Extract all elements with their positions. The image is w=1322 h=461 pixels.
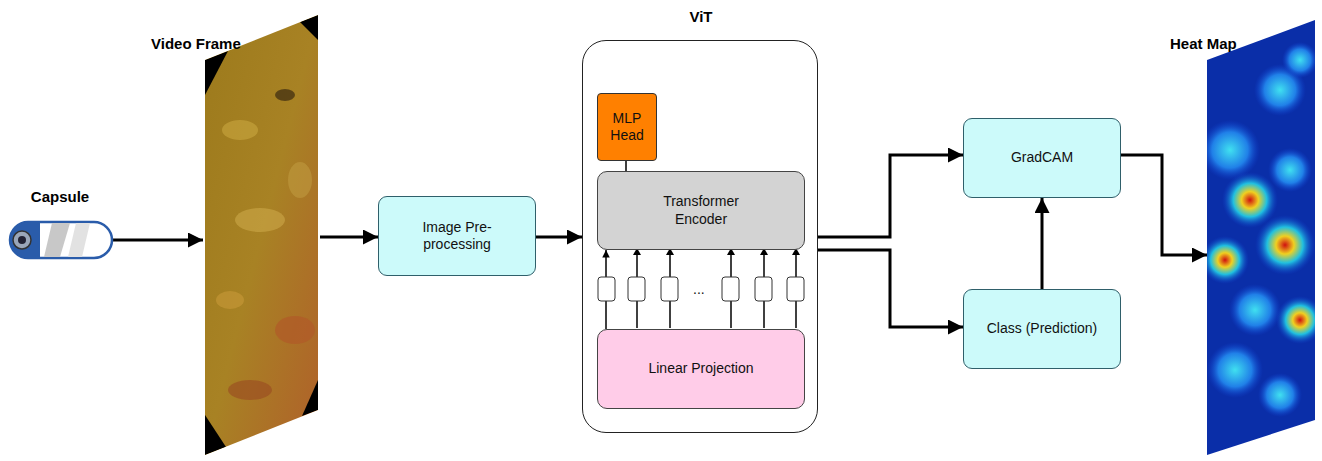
process-box: Class (Prediction) bbox=[963, 289, 1121, 369]
box-label: Linear Projection bbox=[648, 360, 753, 378]
patch-tokens bbox=[598, 248, 804, 328]
flow-arrow bbox=[1121, 155, 1207, 255]
flow-arrow bbox=[320, 236, 378, 239]
capsule-node: Capsule bbox=[10, 222, 112, 258]
encoder-box: Transformer Encoder bbox=[597, 171, 805, 250]
heading-label: ViT bbox=[689, 8, 712, 25]
process-box: Image Pre-processing bbox=[378, 196, 536, 276]
mlp-head-box: MLP Head bbox=[597, 93, 657, 161]
projection-box: Linear Projection bbox=[597, 329, 805, 409]
heading-label: Heat Map bbox=[1170, 35, 1237, 52]
flow-arrow bbox=[818, 250, 963, 327]
box-label: MLP Head bbox=[604, 110, 650, 145]
flow-arrow bbox=[818, 155, 963, 237]
heading-label: Capsule bbox=[31, 188, 89, 205]
box-label: GradCAM bbox=[1011, 149, 1073, 167]
flow-arrow bbox=[625, 161, 627, 171]
flow-arrow bbox=[1041, 198, 1044, 289]
heat-map-image bbox=[1200, 20, 1322, 455]
process-box: GradCAM bbox=[963, 118, 1121, 198]
box-label: Transformer Encoder bbox=[639, 193, 764, 228]
video-frame-image bbox=[205, 15, 318, 455]
box-label: Class (Prediction) bbox=[987, 320, 1097, 338]
model-container: ViTMLP HeadTransformer EncoderLinear Pro… bbox=[582, 40, 818, 433]
video-frame-node: Video Frame bbox=[203, 60, 320, 455]
box-label: Image Pre-processing bbox=[395, 219, 520, 254]
heading-label: Video Frame bbox=[151, 35, 241, 52]
flow-arrow bbox=[112, 239, 203, 242]
heat-map-node: Heat Map bbox=[1207, 60, 1315, 455]
flow-arrow bbox=[536, 236, 582, 239]
ellipsis-label: ... bbox=[693, 281, 705, 297]
capsule-illustration bbox=[10, 222, 112, 258]
